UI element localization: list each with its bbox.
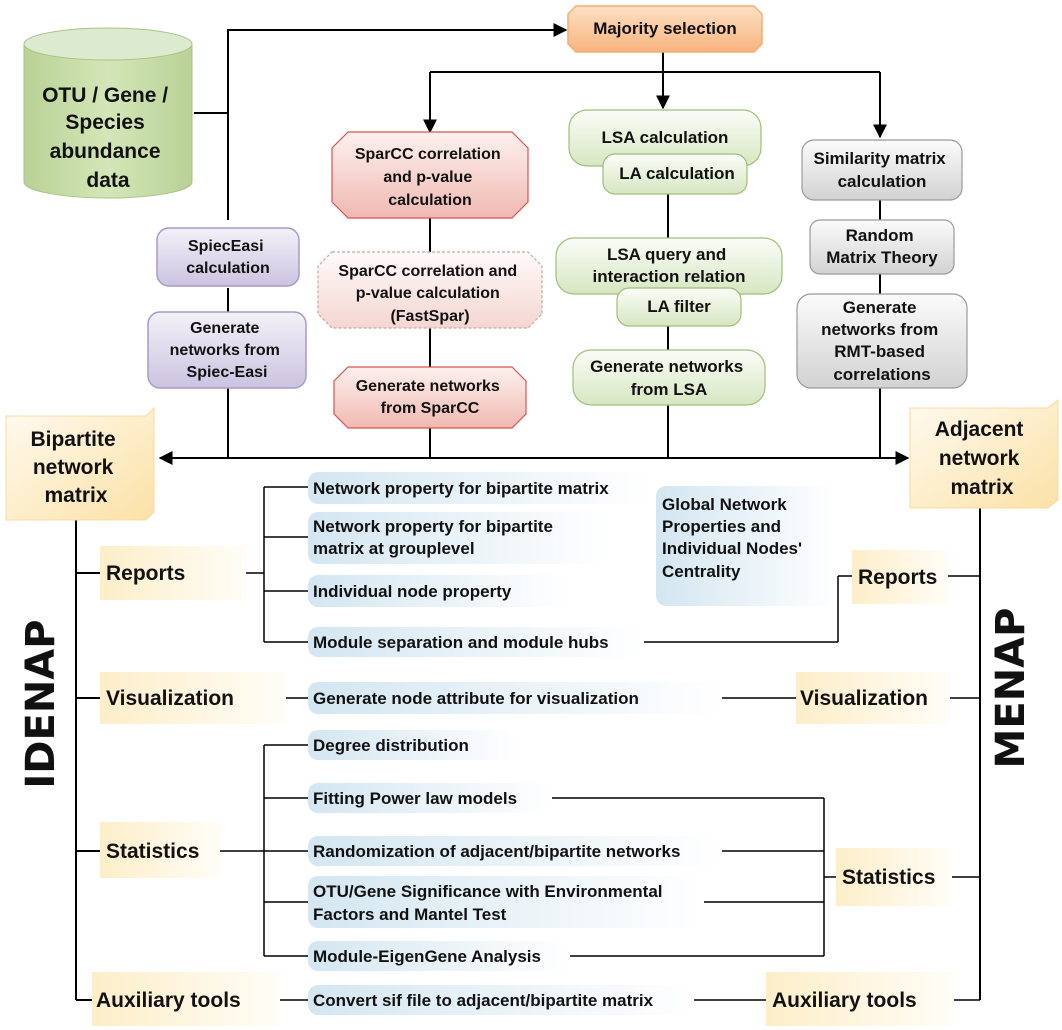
svg-text:Auxiliary tools: Auxiliary tools [772, 989, 917, 1012]
idenap-title: IDENAP [18, 619, 64, 788]
feature-global-network-properties: Global Network Properties and Individual… [656, 486, 836, 606]
majority-selection-box: Majority selection [567, 5, 763, 53]
fastspar-calculation-box: SparCC correlation and p-value calculati… [317, 251, 543, 329]
generate-networks-sparcc-box: Generate networks from SparCC [333, 366, 527, 429]
svg-text:LA filter: LA filter [647, 297, 711, 316]
svg-text:Bipartite network: Bipartite network matrix [30, 428, 121, 507]
svg-text:LSA calculation: LSA calculation [602, 128, 729, 147]
generate-networks-rmt-box: Generate networks from RMT-based correla… [796, 293, 968, 389]
svg-text:Majority selection: Majority selection [593, 19, 737, 38]
svg-text:Global Network Propertie: Global Network Properties and Individual… [662, 495, 807, 581]
left-statistics-label: Statistics [100, 822, 220, 878]
svg-text:Statistics: Statistics [106, 840, 199, 863]
similarity-matrix-box: Similarity matrix calculation [801, 139, 963, 201]
generate-networks-lsa-box: Generate networks from LSA [572, 349, 766, 406]
svg-text:Generate networks from: Generate networks from RMT-based correla… [821, 298, 943, 384]
svg-text:Generate networks from L: Generate networks from LSA [590, 357, 748, 399]
svg-text:OTU/Gene Significance with Env: OTU/Gene Significance with Environmental… [313, 882, 667, 924]
random-matrix-theory-box: Random Matrix Theory [809, 219, 955, 275]
svg-text:Random Matrix Theory: Random Matrix Theory [826, 226, 938, 267]
lsa-calculation-box: LSA calculation [568, 109, 762, 167]
feature-power-law-models: Fitting Power law models [308, 783, 552, 813]
svg-text:SparCC correlation and p: SparCC correlation and p-value calculati… [338, 263, 521, 325]
feature-network-property-bipartite: Network property for bipartite matrix [308, 472, 648, 504]
svg-text:Visualization: Visualization [106, 687, 234, 710]
feature-module-eigengene-analysis: Module-EigenGene Analysis [308, 941, 570, 971]
svg-text:Similarity matrix calcul: Similarity matrix calculation [813, 149, 950, 191]
right-statistics-label: Statistics [836, 848, 952, 906]
svg-text:Adjacent network m: Adjacent network matrix [935, 418, 1030, 499]
spieceasi-calculation-box: SpiecEasi calculation [156, 227, 300, 287]
svg-text:LSA query and interactio: LSA query and interaction relation [592, 245, 745, 286]
menap-title: MENAP [988, 608, 1034, 769]
left-auxiliary-tools-label: Auxiliary tools [92, 972, 280, 1026]
generate-networks-spieceasi-box: Generate networks from Spiec-Easi [147, 311, 307, 389]
svg-text:OTU / Gene / Species: OTU / Gene / Species abundance data [42, 84, 174, 192]
la-calculation-box: LA calculation [602, 153, 748, 195]
svg-text:Randomization of adjacent/bipa: Randomization of adjacent/bipartite netw… [313, 842, 680, 861]
feature-randomization-networks: Randomization of adjacent/bipartite netw… [308, 836, 722, 866]
bipartite-network-matrix-box: Bipartite network matrix [5, 406, 155, 521]
feature-individual-node-property: Individual node property [308, 575, 568, 607]
svg-text:Generate networks from: Generate networks from Spiec-Easi [170, 320, 285, 381]
svg-text:Degree distribution: Degree distribution [313, 736, 469, 755]
feature-convert-sif-file: Convert sif file to adjacent/bipartite m… [308, 985, 694, 1015]
svg-text:Reports: Reports [106, 562, 185, 585]
feature-module-separation-hubs: Module separation and module hubs [308, 627, 644, 657]
svg-text:Fitting Power law models: Fitting Power law models [313, 789, 517, 808]
svg-text:Visualization: Visualization [800, 687, 928, 710]
right-reports-label: Reports [852, 550, 948, 604]
abundance-data-cylinder: OTU / Gene / Species abundance data [23, 27, 193, 199]
connectors [75, 23, 981, 1001]
svg-text:Reports: Reports [858, 566, 937, 589]
sparcc-correlation-box: SparCC correlation and p-value calculati… [331, 131, 529, 219]
left-visualization-label: Visualization [100, 672, 286, 724]
svg-text:Generate node attribute for vi: Generate node attribute for visualizatio… [313, 689, 639, 708]
right-auxiliary-tools-label: Auxiliary tools [766, 972, 954, 1026]
svg-text:Individual node property: Individual node property [313, 582, 512, 601]
svg-text:Auxiliary tools: Auxiliary tools [96, 989, 241, 1012]
right-visualization-label: Visualization [796, 672, 950, 724]
svg-text:Network property for bipartite: Network property for bipartite matrix at… [313, 517, 558, 558]
svg-text:SpiecEasi calculation: SpiecEasi calculation [186, 238, 270, 277]
svg-text:SparCC correlation and p: SparCC correlation and p-value calculati… [355, 146, 505, 209]
la-filter-box: LA filter [616, 287, 742, 327]
svg-text:Generate networks from S: Generate networks from SparCC [356, 378, 505, 417]
svg-text:Convert sif file to adjacent/b: Convert sif file to adjacent/bipartite m… [313, 991, 654, 1010]
feature-network-property-grouplevel: Network property for bipartite matrix at… [308, 512, 608, 564]
feature-otu-gene-significance: OTU/Gene Significance with Environmental… [308, 876, 704, 928]
svg-text:Module separation and module h: Module separation and module hubs [313, 633, 609, 652]
feature-degree-distribution: Degree distribution [308, 730, 518, 760]
lsa-query-box: LSA query and interaction relation [555, 237, 783, 295]
left-reports-label: Reports [100, 546, 246, 600]
feature-node-attribute-visualization: Generate node attribute for visualizatio… [308, 682, 722, 714]
svg-text:Module-EigenGene Analysis: Module-EigenGene Analysis [313, 947, 541, 966]
svg-text:LA calculation: LA calculation [619, 164, 735, 183]
adjacent-network-matrix-box: Adjacent network matrix [909, 398, 1059, 509]
svg-text:Network property for bipartite: Network property for bipartite matrix [313, 479, 609, 498]
svg-text:Statistics: Statistics [842, 866, 935, 889]
